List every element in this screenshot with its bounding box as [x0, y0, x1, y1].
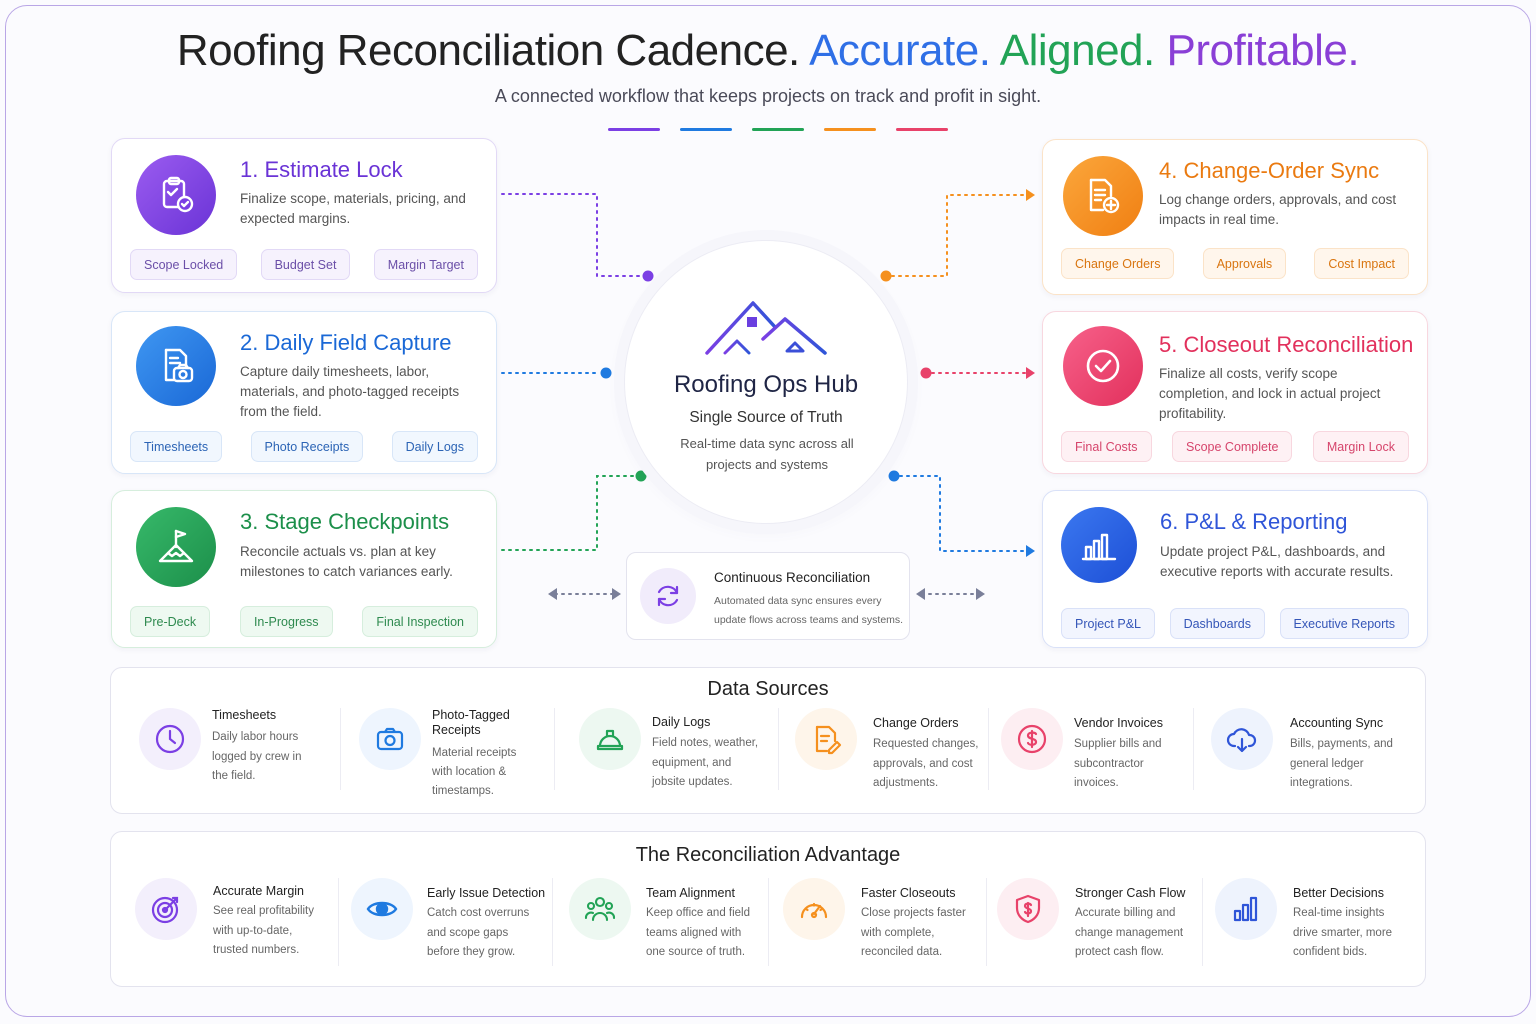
advantage-panel: The Reconciliation Advantage Accurate Ma…: [110, 831, 1426, 987]
step-title: 5. Closeout Reconciliation: [1159, 332, 1414, 357]
step-desc: Finalize scope, materials, pricing, and …: [240, 191, 466, 226]
sync-icon: [640, 568, 696, 624]
step-desc: Capture daily timesheets, labor, materia…: [240, 364, 460, 419]
continuous-reconciliation-card[interactable]: Continuous Reconciliation Automated data…: [626, 552, 910, 640]
chip-dashboards[interactable]: Dashboards: [1169, 608, 1265, 639]
bar-chart-icon: [1215, 878, 1277, 940]
target-icon: [135, 878, 197, 940]
step-desc: Reconcile actuals vs. plan at key milest…: [240, 544, 453, 579]
title-accurate: Accurate.: [809, 26, 991, 75]
data-source-desc: Bills, payments, and general ledger inte…: [1290, 738, 1393, 789]
chip-executive-reports[interactable]: Executive Reports: [1279, 608, 1409, 639]
chip-cost-impact[interactable]: Cost Impact: [1314, 248, 1409, 279]
data-sources-panel: Data Sources Timesheets Daily labor hour…: [110, 667, 1426, 814]
chip-daily-logs[interactable]: Daily Logs: [391, 431, 478, 462]
chip-margin-target[interactable]: Margin Target: [373, 249, 478, 280]
dollar-circle-icon: [1001, 708, 1063, 770]
data-source-title: Photo-Tagged Receipts: [432, 708, 510, 737]
advantage-item-desc: See real profitability with up-to-date, …: [213, 905, 314, 956]
clipboard-check-icon: [136, 155, 216, 235]
hub-name: Roofing Ops Hub: [673, 371, 859, 398]
title-profitable: Profitable.: [1166, 26, 1360, 75]
chip-final-costs[interactable]: Final Costs: [1061, 431, 1152, 462]
continuous-desc: Automated data sync ensures every update…: [714, 595, 904, 626]
data-source-title: Timesheets: [212, 708, 277, 722]
advantage-item-desc: Close projects faster with complete, rec…: [861, 907, 966, 958]
step-desc: Log change orders, approvals, and cost i…: [1159, 192, 1397, 227]
chip-project-pl[interactable]: Project P&L: [1061, 608, 1156, 639]
chip-scope-locked[interactable]: Scope Locked: [130, 249, 238, 280]
advantage-item-title: Team Alignment: [646, 886, 735, 900]
data-source-desc: Supplier bills and subcontractor invoice…: [1074, 738, 1162, 789]
check-circle-icon: [1063, 326, 1143, 406]
eye-icon: [351, 878, 413, 940]
step-card-daily-field-capture[interactable]: 2. Daily Field Capture Capture daily tim…: [111, 311, 497, 474]
step-title: 4. Change-Order Sync: [1159, 158, 1380, 183]
continuous-title: Continuous Reconciliation: [714, 570, 871, 585]
advantage-item-desc: Catch cost overruns and scope gaps befor…: [427, 907, 530, 958]
advantage-item-desc: Real-time insights drive smarter, more c…: [1293, 907, 1393, 958]
step-title: 6. P&L & Reporting: [1160, 509, 1348, 534]
chip-pre-deck[interactable]: Pre-Deck: [130, 606, 211, 637]
title-aligned: Aligned.: [999, 26, 1156, 75]
advantage-item-title: Better Decisions: [1293, 886, 1385, 900]
advantage-item-title: Faster Closeouts: [861, 886, 956, 900]
advantage-item-desc: Keep office and field teams aligned with…: [646, 907, 751, 958]
team-icon: [569, 878, 631, 940]
advantage-item-desc: Accurate billing and change management p…: [1075, 907, 1184, 958]
clock-icon: [139, 708, 201, 770]
document-camera-icon: [136, 326, 216, 406]
chip-scope-complete[interactable]: Scope Complete: [1172, 431, 1293, 462]
step-card-pl-reporting[interactable]: 6. P&L & Reporting Update project P&L, d…: [1042, 490, 1428, 648]
chip-budget-set[interactable]: Budget Set: [260, 249, 351, 280]
data-source-desc: Material receipts with location & timest…: [432, 747, 517, 797]
data-source-desc: Requested changes, approvals, and cost a…: [873, 738, 979, 789]
data-sources-title: Data Sources: [707, 678, 829, 700]
step-title: 1. Estimate Lock: [240, 157, 403, 182]
gauge-icon: [783, 878, 845, 940]
step-card-stage-checkpoints[interactable]: 3. Stage Checkpoints Reconcile actuals v…: [111, 490, 497, 648]
chip-margin-lock[interactable]: Margin Lock: [1312, 431, 1409, 462]
data-source-title: Vendor Invoices: [1074, 716, 1163, 730]
advantage-title: The Reconciliation Advantage: [635, 844, 901, 866]
step-title: 3. Stage Checkpoints: [240, 509, 450, 534]
hub-desc: Real-time data sync across all projects …: [680, 436, 854, 472]
title-main: Roofing Reconciliation Cadence.: [176, 26, 800, 75]
color-dashes: [608, 128, 948, 131]
step-card-closeout-reconciliation[interactable]: 5. Closeout Reconciliation Finalize all …: [1042, 311, 1428, 474]
hard-hat-icon: [579, 708, 641, 770]
step-desc: Finalize all costs, verify scope complet…: [1159, 366, 1381, 421]
chip-final-inspection[interactable]: Final Inspection: [362, 606, 478, 637]
step-card-change-order-sync[interactable]: 4. Change-Order Sync Log change orders, …: [1042, 139, 1428, 295]
chip-approvals[interactable]: Approvals: [1202, 248, 1287, 279]
flag-mountain-icon: [136, 507, 216, 587]
roof-logo-icon: [705, 301, 827, 355]
data-source-desc: Daily labor hours logged by crew in the …: [212, 731, 302, 782]
hub-tagline: Single Source of Truth: [689, 409, 843, 426]
page-title: Roofing Reconciliation Cadence. Accurate…: [0, 26, 1536, 76]
cloud-download-icon: [1211, 708, 1273, 770]
shield-dollar-icon: [997, 878, 1059, 940]
document-edit-icon: [795, 708, 857, 770]
data-source-title: Daily Logs: [652, 715, 711, 729]
data-source-title: Accounting Sync: [1290, 716, 1384, 730]
chip-timesheets[interactable]: Timesheets: [130, 431, 223, 462]
chip-change-orders[interactable]: Change Orders: [1061, 248, 1175, 279]
camera-icon: [359, 708, 421, 770]
bar-chart-icon: [1061, 507, 1137, 583]
roofing-ops-hub[interactable]: Roofing Ops Hub Single Source of Truth R…: [624, 240, 908, 524]
advantage-item-title: Stronger Cash Flow: [1075, 886, 1186, 900]
data-source-title: Change Orders: [873, 716, 959, 730]
step-card-estimate-lock[interactable]: 1. Estimate Lock Finalize scope, materia…: [111, 138, 497, 293]
step-title: 2. Daily Field Capture: [240, 330, 452, 355]
chip-photo-receipts[interactable]: Photo Receipts: [250, 431, 364, 462]
document-plus-icon: [1063, 156, 1143, 236]
step-desc: Update project P&L, dashboards, and exec…: [1160, 544, 1394, 579]
advantage-item-title: Accurate Margin: [213, 884, 305, 898]
data-source-desc: Field notes, weather, equipment, and job…: [652, 737, 759, 788]
page-subtitle: A connected workflow that keeps projects…: [494, 86, 1042, 106]
chip-in-progress[interactable]: In-Progress: [239, 606, 333, 637]
advantage-item-title: Early Issue Detection: [427, 886, 546, 900]
